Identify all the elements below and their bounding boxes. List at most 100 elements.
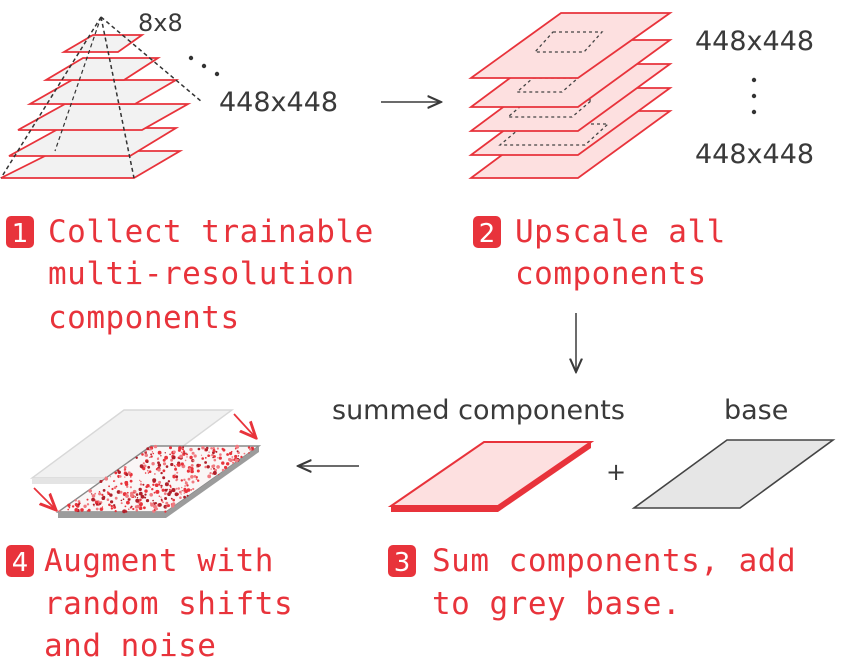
noise-dot: [80, 508, 84, 512]
noise-dot: [71, 505, 75, 508]
noise-dot: [204, 461, 208, 464]
noise-dot: [151, 451, 153, 453]
noise-dot: [153, 444, 158, 449]
noise-dot: [106, 498, 110, 502]
noise-dot: [208, 451, 210, 453]
upscaled-stack-illustration: [468, 12, 673, 179]
noise-dot: [178, 446, 182, 450]
noise-dot: [149, 456, 151, 458]
noise-dot: [143, 464, 147, 468]
noise-dot: [113, 505, 117, 509]
noise-dot: [216, 447, 219, 450]
noise-dot: [193, 475, 197, 478]
noise-dot: [167, 504, 170, 508]
step-number: 2: [479, 219, 496, 249]
step-line: Collect trainable: [48, 214, 374, 250]
noise-dot: [149, 502, 152, 504]
noise-dot: [211, 453, 214, 457]
noise-dot: [174, 473, 176, 476]
noise-dot: [139, 464, 144, 469]
noise-dot: [150, 455, 153, 458]
noise-dot: [123, 469, 126, 472]
noise-dot: [182, 450, 186, 453]
pyramid-edge: [100, 16, 135, 179]
noise-dot: [124, 480, 129, 485]
noise-dot: [183, 492, 186, 494]
noise-dot: [211, 464, 215, 469]
noise-dot: [207, 474, 212, 479]
noise-dot: [129, 486, 132, 489]
noise-dot: [181, 490, 183, 492]
noise-dot: [102, 489, 106, 492]
noise-dot: [249, 447, 252, 451]
noise-dot: [177, 463, 181, 467]
noise-dot: [135, 509, 139, 512]
noise-dot: [123, 466, 127, 469]
noise-dot: [226, 453, 230, 456]
noise-dot: [164, 482, 169, 487]
noise-dot: [214, 468, 217, 472]
noise-dot: [164, 488, 168, 492]
noise-dot: [145, 499, 150, 503]
noise-dot: [157, 450, 162, 455]
noise-dot: [127, 497, 131, 501]
noise-dot: [127, 471, 131, 475]
noise-dot: [134, 496, 137, 498]
noise-dots: [58, 444, 255, 514]
noise-dot: [164, 497, 168, 500]
step-line: components: [48, 300, 240, 336]
noise-dot: [133, 492, 135, 494]
noise-dot: [232, 461, 235, 464]
dashed-region: [533, 31, 604, 53]
noisy-plane-edge: [166, 446, 259, 518]
noise-dot: [128, 508, 130, 510]
noise-dot: [193, 454, 197, 458]
noise-dot: [207, 454, 210, 458]
step-line: and noise: [44, 628, 216, 661]
noise-dot: [95, 503, 99, 506]
step-badge: [388, 545, 416, 577]
noise-dot: [74, 499, 77, 502]
noise-dot: [171, 455, 173, 458]
noise-dot: [189, 455, 193, 460]
noise-dot: [221, 468, 225, 472]
noise-dot: [141, 453, 144, 456]
noise-dot: [86, 498, 89, 501]
noise-dot: [145, 450, 148, 453]
noise-dot: [180, 493, 182, 495]
noise-dot: [212, 456, 214, 459]
pyramid-edge: [100, 16, 203, 103]
noise-dot: [113, 486, 117, 490]
noise-dot: [95, 507, 99, 511]
noise-dot: [146, 469, 149, 472]
noise-dot: [139, 479, 141, 482]
pyramid-edge: [0, 16, 102, 179]
noise-dot: [205, 448, 208, 452]
noise-dot: [135, 456, 138, 459]
noise-dot: [88, 489, 92, 493]
noise-dot: [152, 499, 154, 502]
step-line: Upscale all: [515, 214, 726, 250]
noise-dot: [164, 455, 169, 460]
noise-dot: [129, 506, 132, 509]
noise-dot: [221, 461, 225, 465]
noise-dot: [108, 503, 111, 507]
noise-dot: [58, 509, 61, 512]
noise-dot: [160, 484, 163, 487]
noisy-plane-edge: [58, 512, 166, 518]
noise-dot: [152, 452, 155, 455]
noise-dot: [191, 451, 195, 455]
noise-dot: [152, 483, 155, 486]
noise-dot: [99, 507, 103, 511]
noise-dot: [170, 504, 175, 508]
noise-dot: [248, 452, 250, 454]
noise-dot: [120, 502, 123, 505]
noise-dot: [147, 465, 151, 469]
stack-bottom-res-label: 448x448: [695, 139, 814, 170]
noise-dot: [190, 489, 192, 491]
step-line: random shifts: [44, 586, 293, 622]
noise-dot: [99, 480, 103, 483]
noise-dot: [222, 448, 226, 452]
step-line: components: [515, 256, 707, 292]
noise-dot: [120, 499, 123, 502]
